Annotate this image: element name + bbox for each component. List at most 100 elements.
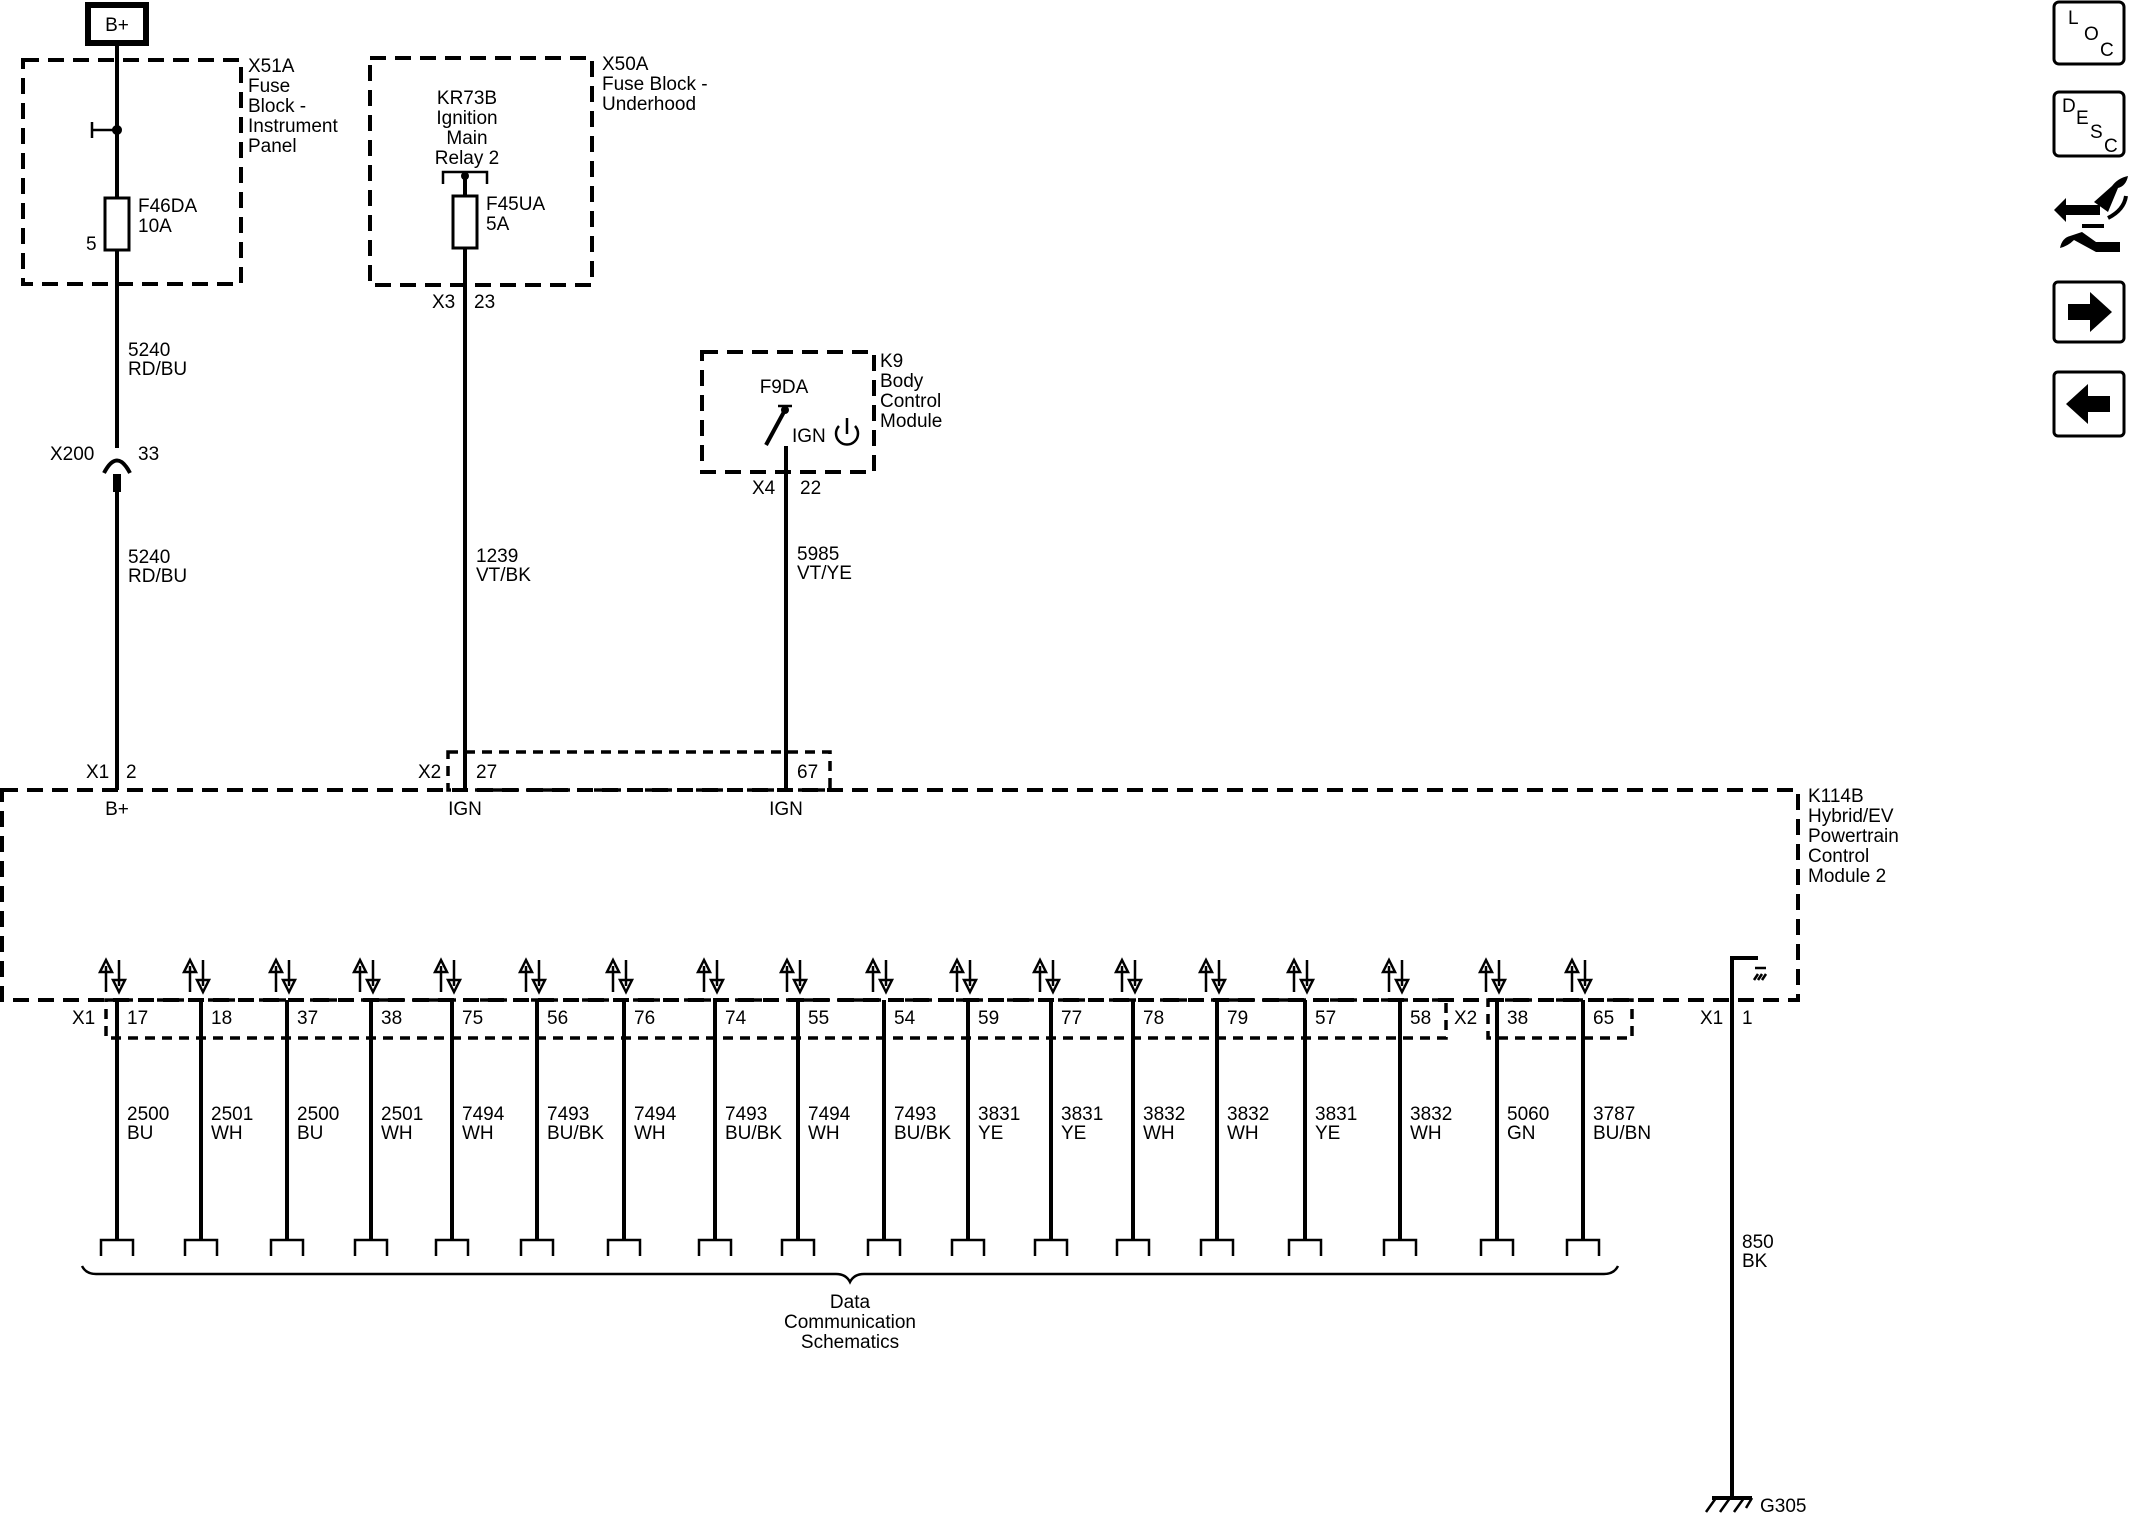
data-pin-circuit: 2500 [127, 1104, 169, 1125]
loc-letter-1: O [2084, 24, 2099, 45]
power-source-label: B+ [105, 15, 129, 36]
data-pin-number: 54 [894, 1008, 916, 1029]
loc-icon: L O C [2068, 8, 2114, 61]
bcm-line-0: Body [880, 371, 924, 392]
data-pin-circuit: 3832 [1227, 1104, 1269, 1125]
data-pin-color: BU/BK [894, 1123, 951, 1144]
data-pin-number: 78 [1143, 1008, 1164, 1029]
bcm-ign-label: IGN [792, 426, 826, 447]
data-pin-circuit: 2500 [297, 1104, 339, 1125]
data-pin-color: GN [1507, 1123, 1536, 1144]
data-pin-number: 55 [808, 1008, 829, 1029]
data-pin-group: 172500BU182501WH372500BU382501WH757494WH… [97, 957, 1651, 1256]
data-pin-number: 75 [462, 1008, 483, 1029]
bottom-connector-x2: X2 [1454, 1008, 1477, 1029]
fuse-f46da-rating: 10A [138, 216, 172, 237]
data-pin-number: 18 [211, 1008, 232, 1029]
data-pin-circuit: 3831 [1061, 1104, 1103, 1125]
fuse-block-ip-line-1: Block - [248, 96, 306, 117]
fuse-f45ua-id: F45UA [486, 194, 545, 215]
module-line-1: Powertrain [1808, 826, 1899, 847]
relay-line-1: Ignition [436, 108, 497, 129]
loc-letter-0: L [2068, 8, 2079, 29]
data-pin-color: YE [978, 1123, 1003, 1144]
bottom-connector-x1-ground: X1 [1700, 1008, 1723, 1029]
fuse-block-ip-line-3: Panel [248, 136, 297, 157]
data-pin-number: 38 [381, 1008, 402, 1029]
module-line-0: Hybrid/EV [1808, 806, 1894, 827]
data-pin-color: BU/BK [725, 1123, 782, 1144]
wire-850-color: BK [1742, 1251, 1768, 1272]
inline-connector-x200: X200 33 [50, 444, 159, 492]
module-pin-2: 2 [126, 762, 137, 783]
next-button[interactable] [2052, 280, 2126, 344]
module-pin-connector-x1: X1 [86, 762, 109, 783]
data-pin-color: BU [127, 1123, 153, 1144]
data-pin-color: WH [634, 1123, 666, 1144]
module-pin-67: 67 [797, 762, 818, 783]
fuse-block-uh-connector: X3 [432, 292, 455, 313]
connector-repair-icon [2054, 176, 2128, 252]
data-pin-number: 58 [1410, 1008, 1431, 1029]
data-pin-number: 56 [547, 1008, 568, 1029]
relay-line-0: KR73B [437, 88, 497, 109]
data-pin-number: 37 [297, 1008, 318, 1029]
fuse-block-uh-line-0: Fuse Block - [602, 74, 708, 95]
data-pin-circuit: 7494 [808, 1104, 851, 1125]
data-pin-circuit: 5060 [1507, 1104, 1549, 1125]
data-pin-color: WH [1227, 1123, 1259, 1144]
fuse-f46da-pin: 5 [86, 234, 97, 255]
bcm-line-1: Control [880, 391, 941, 412]
desc-button[interactable]: D E S C [2052, 90, 2126, 158]
data-pin-number: 74 [725, 1008, 747, 1029]
data-pin-circuit: 2501 [381, 1104, 423, 1125]
loc-button[interactable]: L O C [2052, 0, 2126, 66]
hybrid-powertrain-control-module: K114B Hybrid/EV Powertrain Control Modul… [0, 750, 1899, 1040]
fuse-f46da-id: F46DA [138, 196, 197, 217]
data-pin-color: BU/BN [1593, 1123, 1651, 1144]
data-pin-color: BU [297, 1123, 323, 1144]
module-pin-2-label: B+ [105, 799, 129, 820]
data-pin-circuit: 7493 [725, 1104, 767, 1125]
data-comm-line-2: Schematics [801, 1332, 899, 1353]
module-pin-67-label: IGN [769, 799, 803, 820]
connector-repair-button[interactable] [2054, 176, 2128, 252]
wire-5240-lower-color: RD/BU [128, 566, 187, 587]
data-pin-color: WH [1143, 1123, 1175, 1144]
data-pin-number: 77 [1061, 1008, 1082, 1029]
module-line-2: Control [1808, 846, 1869, 867]
data-comm-line-0: Data [830, 1292, 871, 1313]
data-pin-circuit: 2501 [211, 1104, 253, 1125]
desc-icon: D E S C [2062, 96, 2118, 157]
desc-letter-1: E [2076, 108, 2089, 129]
power-source-b-plus: B+ [85, 2, 149, 46]
data-pin-color: WH [808, 1123, 840, 1144]
ground-pin: 1 [1742, 1008, 1753, 1029]
module-line-3: Module 2 [1808, 866, 1886, 887]
data-communication-brace: Data Communication Schematics [80, 1265, 1620, 1353]
data-pin-number: 76 [634, 1008, 655, 1029]
data-comm-line-1: Communication [784, 1312, 916, 1333]
wire-5240-lower-circuit: 5240 [128, 547, 170, 568]
previous-button[interactable] [2052, 370, 2126, 438]
ground-circuit: 850 BK G305 [1704, 956, 1806, 1514]
data-pin-circuit: 7494 [634, 1104, 677, 1125]
wire-850-circuit: 850 [1742, 1232, 1774, 1253]
inline-connector-pin: 33 [138, 444, 159, 465]
wire-5985-color: VT/YE [797, 563, 852, 584]
arrow-right-icon [2068, 292, 2112, 332]
fuse-block-ip-line-2: Instrument [248, 116, 338, 137]
